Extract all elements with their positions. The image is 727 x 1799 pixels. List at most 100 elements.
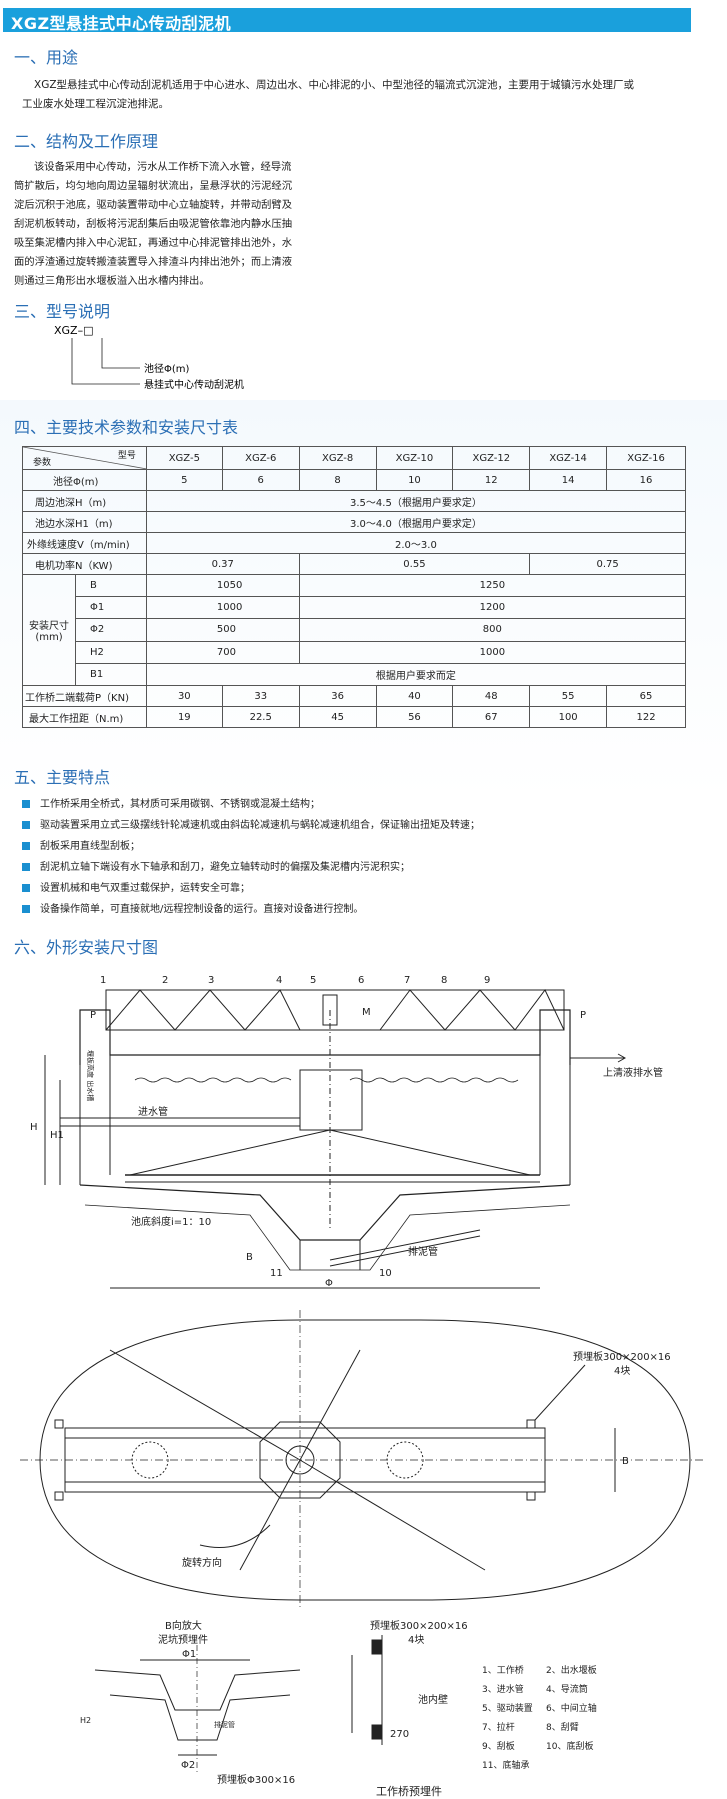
bridge-truss <box>105 989 565 1031</box>
plate-top-label: 预埋板300×200×16 <box>573 1350 671 1363</box>
feature-item: 设置机械和电气双重过载保护，运转安全可靠； <box>22 879 250 894</box>
bullet-icon <box>22 800 30 808</box>
principle-line-5: 吸至集泥槽内排入中心泥缸，再通过中心排泥管排出池外，水 <box>14 237 293 249</box>
table-cell: 19 <box>145 706 223 728</box>
table-cell: 1050 <box>145 573 300 598</box>
phi-dim-label: Φ <box>325 1278 333 1289</box>
legend-item: 6、中间立轴 <box>546 1702 597 1714</box>
bullet-icon <box>22 842 30 850</box>
section-principle-heading: 二、结构及工作原理 <box>14 132 159 151</box>
load-p-right: P <box>580 1010 586 1021</box>
model-col: XGZ-10 <box>375 446 454 470</box>
table-row: 安装尺寸 (mm) B Φ1 Φ2 H2 B1 1050 1250 <box>22 573 687 686</box>
principle-line-7: 则通过三角形出水堰板溢入出水槽内排出。 <box>14 275 210 287</box>
feature-text: 驱动装置采用立式三级摆线针轮减速机或由斜齿轮减速机与蜗轮减速机组合，保证输出扭矩… <box>40 820 480 831</box>
table-cell: 1000 <box>145 596 300 620</box>
table-cell: 1250 <box>298 573 687 598</box>
table-cell: 2.0～3.0 <box>145 532 687 554</box>
bridge-plate-label: 预埋板300×200×16 <box>370 1619 468 1632</box>
row-label: 池径Φ(m) <box>22 469 147 491</box>
inlet-pipe-label: 进水管 <box>138 1105 168 1118</box>
section-drawing-heading: 六、外形安装尺寸图 <box>14 938 159 957</box>
table-cell: 122 <box>606 706 686 728</box>
table-cell: 65 <box>606 685 686 707</box>
dim-270: 270 <box>390 1729 409 1740</box>
principle-line-1: 该设备采用中心传动，污水从工作桥下流入水管，经导流 <box>34 161 292 173</box>
feature-text: 设备操作简单，可直接就地/远程控制设备的运行。直接对设备进行控制。 <box>40 904 364 915</box>
part-10-label: 10 <box>379 1268 392 1279</box>
principle-text: 该设备采用中心传动，污水从工作桥下流入水管，经导流 筒扩散后，均匀地向周边呈辐射… <box>14 158 354 291</box>
side-marks: 堰板高度 出水槽 <box>86 1050 95 1101</box>
legend-item: 1、工作桥 <box>482 1664 524 1676</box>
bullet-icon <box>22 884 30 892</box>
legend-item: 9、刮板 <box>482 1740 515 1752</box>
table-cell: 56 <box>375 706 454 728</box>
outlet-pipe-label: 上清液排水管 <box>603 1066 663 1079</box>
model-col: XGZ-12 <box>452 446 531 470</box>
legend-item: 3、进水管 <box>482 1683 524 1695</box>
table-cell: 48 <box>452 685 531 707</box>
legend-item: 7、拉杆 <box>482 1721 515 1733</box>
table-cell: 3.5～4.5（根据用户要求定） <box>145 490 687 512</box>
model-label-diameter: 池径Φ(m) <box>144 362 190 375</box>
table-cell: 根据用户要求而定 <box>145 662 687 687</box>
table-cell: 5 <box>145 469 223 491</box>
model-label-type: 悬挂式中心传动刮泥机 <box>144 378 244 391</box>
feature-item: 驱动装置采用立式三级摆线针轮减速机或由斜齿轮减速机与蜗轮减速机组合，保证输出扭矩… <box>22 816 480 831</box>
model-col: XGZ-16 <box>606 446 686 470</box>
table-cell: 0.55 <box>298 553 531 575</box>
table-row: 1000 1200 <box>23 596 687 620</box>
legend-item: 5、驱动装置 <box>482 1702 533 1714</box>
detail-drawings: B向放大 泥坑预埋件 Φ1 Φ2 排泥管 预埋板Φ300×16 H2 预埋板30… <box>80 1619 597 1798</box>
section-model-heading: 三、型号说明 <box>14 302 111 321</box>
h1-dim-label: H1 <box>50 1130 64 1141</box>
feature-item: 设备操作简单，可直接就地/远程控制设备的运行。直接对设备进行控制。 <box>22 900 363 915</box>
row-label: 电机功率N（KW) <box>22 553 147 575</box>
part-number: 1 <box>100 975 106 986</box>
load-p-left: P <box>90 1010 96 1021</box>
table-cell: 3.0～4.0（根据用户要求定） <box>145 511 687 533</box>
usage-text: XGZ型悬挂式中心传动刮泥机适用于中心进水、周边出水、中心排泥的小、中型池径的辐… <box>22 76 702 114</box>
table-cell: 67 <box>452 706 531 728</box>
table-corner: 型号 参数 <box>22 446 147 470</box>
install-name: Φ2 <box>76 619 146 642</box>
part-number: 7 <box>404 975 410 986</box>
part-number: 9 <box>484 975 490 986</box>
plate-top-count: 4块 <box>614 1365 630 1377</box>
table-cell: 800 <box>298 618 687 642</box>
center-drive <box>259 1421 341 1499</box>
install-name: H2 <box>76 642 146 664</box>
part-number: 5 <box>310 975 316 986</box>
part-number: 4 <box>276 975 282 986</box>
legend-item: 4、导流筒 <box>546 1683 588 1695</box>
model-col: XGZ-8 <box>298 446 377 470</box>
feature-item: 工作桥采用全桥式，其材质可采用碳钢、不锈钢或混凝土结构； <box>22 795 320 810</box>
principle-line-2: 筒扩散后，均匀地向周边呈辐射状流出，呈悬浮状的污泥经沉 <box>14 180 293 192</box>
table-cell: 1000 <box>298 640 687 664</box>
part-number: 3 <box>208 975 214 986</box>
row-label: 工作桥二端载荷P（KN) <box>22 685 147 707</box>
principle-line-4: 刮泥机板转动，刮板将污泥刮集后由吸泥管依靠池内静水压抽 <box>14 218 293 230</box>
table-cell: 8 <box>298 469 377 491</box>
bridge-caption: 工作桥预埋件 <box>376 1785 442 1798</box>
table-cell: 30 <box>145 685 223 707</box>
usage-line-1: XGZ型悬挂式中心传动刮泥机适用于中心进水、周边出水、中心排泥的小、中型池径的辐… <box>34 79 635 91</box>
model-col: XGZ-5 <box>145 446 223 470</box>
part-number: 8 <box>441 975 447 986</box>
feature-text: 刮泥机立轴下端设有水下轴承和刮刀，避免立轴转动时的偏摆及集泥槽内污泥积实； <box>40 862 410 873</box>
table-row: 最大工作扭距（N.m) 19 22.5 45 56 67 100 122 <box>22 706 686 728</box>
install-name: B <box>76 575 146 598</box>
plan-drawing: 预埋板300×200×16 4块 旋转方向 B <box>20 1310 705 1610</box>
corner-model-label: 型号 <box>117 451 136 461</box>
table-cell: 1200 <box>298 596 687 620</box>
sludge-small-label: 排泥管 <box>214 1720 235 1729</box>
table-row: 型号 参数 XGZ-5 XGZ-6 XGZ-8 XGZ-10 XGZ-12 XG… <box>22 446 686 470</box>
principle-line-6: 面的浮渣通过旋转搬渣装置导入排渣斗内排出池外；而上清液 <box>14 256 293 268</box>
table-cell: 45 <box>298 706 377 728</box>
table-cell: 100 <box>529 706 608 728</box>
part-number: 6 <box>358 975 364 986</box>
bullet-icon <box>22 821 30 829</box>
model-col: XGZ-14 <box>529 446 608 470</box>
table-cell: 40 <box>375 685 454 707</box>
table-cell: 55 <box>529 685 608 707</box>
